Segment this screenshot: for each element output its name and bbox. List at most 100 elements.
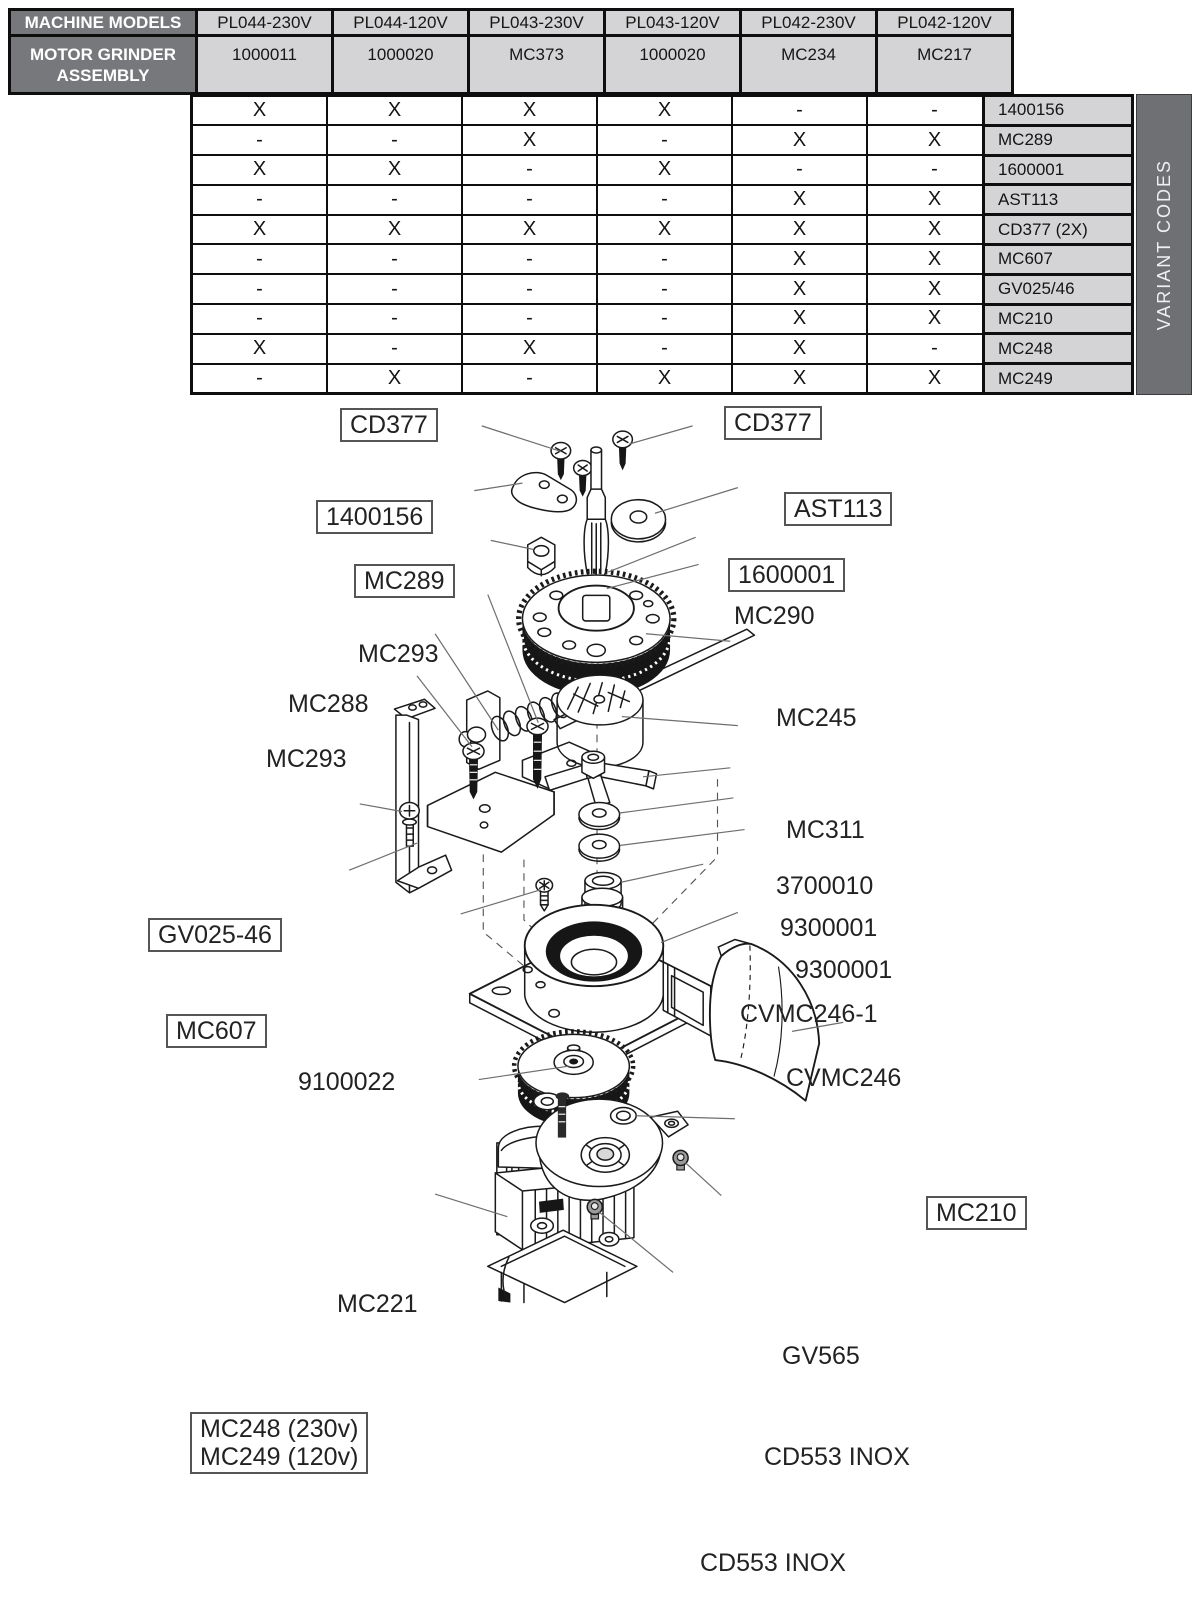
- matrix-cell: X: [866, 303, 1004, 335]
- part-cvmc246-1-bushing: [584, 871, 622, 913]
- matrix-cell: -: [461, 243, 598, 276]
- matrix-cell: X: [866, 362, 1004, 395]
- part-9300001-washer-upper: [578, 801, 621, 831]
- assembly-code: 1000011: [195, 34, 334, 96]
- part-mc293-screw-right: [526, 717, 549, 789]
- part-label-mc248-mc249: MC248 (230v) MC249 (120v): [190, 1412, 369, 1474]
- matrix-cell: -: [596, 243, 733, 276]
- part-label-mc311: MC311: [786, 816, 865, 844]
- matrix-cell: X: [596, 154, 733, 186]
- part-label-mc245: MC245: [776, 704, 857, 732]
- matrix-cell: X: [731, 362, 868, 395]
- table-row: - - - - X X: [190, 273, 1004, 306]
- motor-label-line1: MC248 (230v): [200, 1415, 359, 1443]
- part-label-mc607: MC607: [166, 1014, 267, 1048]
- matrix-cell: -: [461, 303, 598, 335]
- matrix-cell: X: [596, 213, 733, 246]
- matrix-cell: X: [461, 332, 598, 365]
- variant-matrix: X X X X - - - - X - X X X X - X - - - - …: [190, 94, 1004, 395]
- motor-label-line2: MC249 (120v): [200, 1443, 359, 1471]
- assembly-header-line2: ASSEMBLY: [56, 65, 150, 85]
- matrix-cell: X: [190, 94, 328, 127]
- part-label-mc293-upper: MC293: [358, 640, 439, 668]
- matrix-cell: X: [731, 273, 868, 306]
- table-row: X X X X X X: [190, 213, 1004, 246]
- matrix-cell: -: [461, 362, 598, 395]
- part-label-gv025-46: GV025-46: [148, 918, 282, 952]
- exploded-diagram: [348, 425, 844, 1304]
- part-label-cvmc246: CVMC246: [786, 1064, 902, 1092]
- part-mc289-nut: [526, 536, 556, 577]
- variant-codes-axis-label: VARIANT CODES: [1153, 158, 1174, 331]
- part-cvmc246-housing: [468, 887, 727, 1070]
- variant-code-cell: MC607: [982, 242, 1134, 276]
- assembly-code: MC217: [875, 34, 1014, 96]
- matrix-cell: X: [461, 213, 598, 246]
- matrix-cell: -: [596, 303, 733, 335]
- matrix-cell: -: [596, 332, 733, 365]
- part-label-mc293-lower: MC293: [266, 745, 347, 773]
- matrix-cell: X: [731, 303, 868, 335]
- model-col-header: PL043-230V: [467, 7, 606, 38]
- matrix-cell: X: [326, 362, 463, 395]
- part-gv025-46-screw: [398, 801, 421, 847]
- table-row: - - - - X X: [190, 183, 1004, 216]
- matrix-cell: -: [190, 303, 328, 335]
- matrix-cell: X: [866, 213, 1004, 246]
- variant-codes-axis: VARIANT CODES: [1136, 94, 1192, 395]
- matrix-cell: -: [326, 332, 463, 365]
- matrix-cell: -: [326, 124, 463, 157]
- matrix-cell: -: [461, 154, 598, 186]
- part-label-mc210: MC210: [926, 1196, 1027, 1230]
- matrix-cell: -: [326, 243, 463, 276]
- matrix-cell: X: [596, 94, 733, 127]
- matrix-cell: -: [326, 183, 463, 216]
- matrix-cell: -: [866, 332, 1004, 365]
- matrix-cell: -: [461, 273, 598, 306]
- table-row: - X - X X X: [190, 362, 1004, 395]
- variant-code-cell: MC210: [982, 302, 1134, 336]
- variant-code-cell: CD377 (2X): [982, 213, 1134, 246]
- variant-code-cell: MC248: [982, 332, 1134, 366]
- part-label-cd377-right: CD377: [724, 406, 822, 440]
- variant-code-cell: GV025/46: [982, 272, 1134, 306]
- part-mc210-guard: [708, 938, 821, 1102]
- matrix-cell: -: [190, 362, 328, 395]
- assembly-header-line1: MOTOR GRINDER: [29, 44, 177, 64]
- matrix-cell: X: [731, 243, 868, 276]
- assembly-code: 1000020: [603, 34, 742, 96]
- part-mc607-bracket: [393, 698, 453, 894]
- model-col-header: PL042-120V: [875, 7, 1014, 38]
- matrix-cell: -: [190, 273, 328, 306]
- matrix-cell: X: [326, 94, 463, 127]
- part-9100022-screw: [535, 877, 554, 912]
- part-9300001-washer-lower: [578, 833, 621, 862]
- assembly-code: MC373: [467, 34, 606, 96]
- matrix-cell: -: [190, 243, 328, 276]
- matrix-cell: -: [596, 183, 733, 216]
- part-cd377-screws-left: [550, 441, 593, 497]
- part-label-1400156: 1400156: [316, 500, 434, 534]
- matrix-cell: X: [731, 213, 868, 246]
- part-gv565-cover: [529, 1092, 689, 1247]
- part-mc293-screw-left: [462, 742, 485, 800]
- matrix-cell: -: [731, 154, 868, 186]
- matrix-cell: X: [326, 213, 463, 246]
- variant-codes-column: 1400156 MC289 1600001 AST113 CD377 (2X) …: [982, 94, 1134, 395]
- matrix-cell: X: [866, 243, 1004, 276]
- part-3700010-spider: [544, 750, 658, 808]
- part-mc245-gear: [516, 568, 677, 696]
- part-label-3700010: 3700010: [776, 872, 874, 900]
- variant-code-cell: 1400156: [982, 94, 1134, 127]
- variant-code-cell: MC249: [982, 362, 1134, 395]
- part-label-cd553-lower: CD553 INOX: [700, 1549, 846, 1577]
- machine-models-table: MACHINE MODELS PL044-230V PL044-120V PL0…: [8, 7, 1014, 96]
- assembly-code: MC234: [739, 34, 878, 96]
- part-cd377-screw-right: [612, 430, 634, 471]
- part-cd553-grommet-upper: [672, 1149, 689, 1171]
- part-label-ast113: AST113: [784, 492, 893, 526]
- matrix-cell: X: [190, 332, 328, 365]
- table-row: X X - X - -: [190, 154, 1004, 186]
- part-cd553-grommet-lower: [586, 1198, 604, 1220]
